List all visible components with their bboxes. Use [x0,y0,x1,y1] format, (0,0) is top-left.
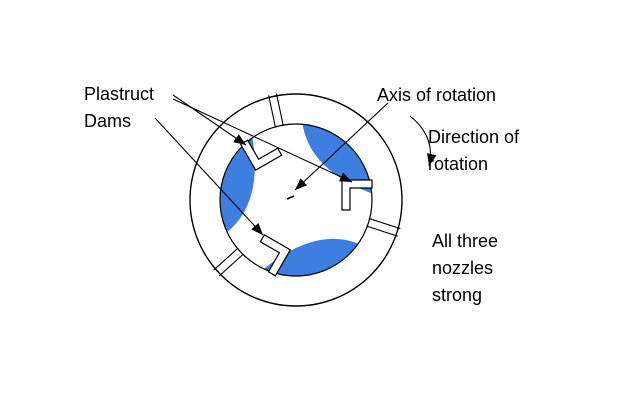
rotation-direction-arrow [409,115,437,167]
direction-line1: Direction of [428,127,520,147]
water-pool [263,238,359,276]
dam [341,179,373,211]
plastruct-dams-line2: Dams [84,111,132,131]
direction-line2: rotation [428,154,489,174]
direction-of-rotation-label: Direction of rotation [428,124,519,178]
rotor-body [189,93,403,307]
dam [259,234,292,277]
annotations [154,94,437,236]
nozzles-note-line1: All three [432,231,499,251]
leader-line-top-dam [172,94,247,146]
nozzle-channel [366,217,401,237]
dams [239,139,373,277]
plastruct-dams-label: Plastruct Dams [84,81,154,135]
center-mark [286,195,295,200]
nozzles-note-label: All three nozzles strong [432,228,498,309]
water-pool [220,137,255,233]
plastruct-dams-line1: Plastruct [84,84,155,104]
nozzles-note-line2: nozzles [432,258,494,278]
water-pools [220,124,372,276]
leader-line-bottom-dam [154,117,264,236]
nozzle-channel [213,247,244,277]
nozzles-note-line3: strong [432,285,483,305]
axis-leader-line [294,102,389,191]
nozzle-channel [268,93,284,128]
inner-circle [219,123,373,277]
water-pool [302,124,372,194]
nozzle-channels [213,93,401,277]
axis-of-rotation-label: Axis of rotation [377,85,497,105]
leader-line-right-dam [172,98,353,183]
